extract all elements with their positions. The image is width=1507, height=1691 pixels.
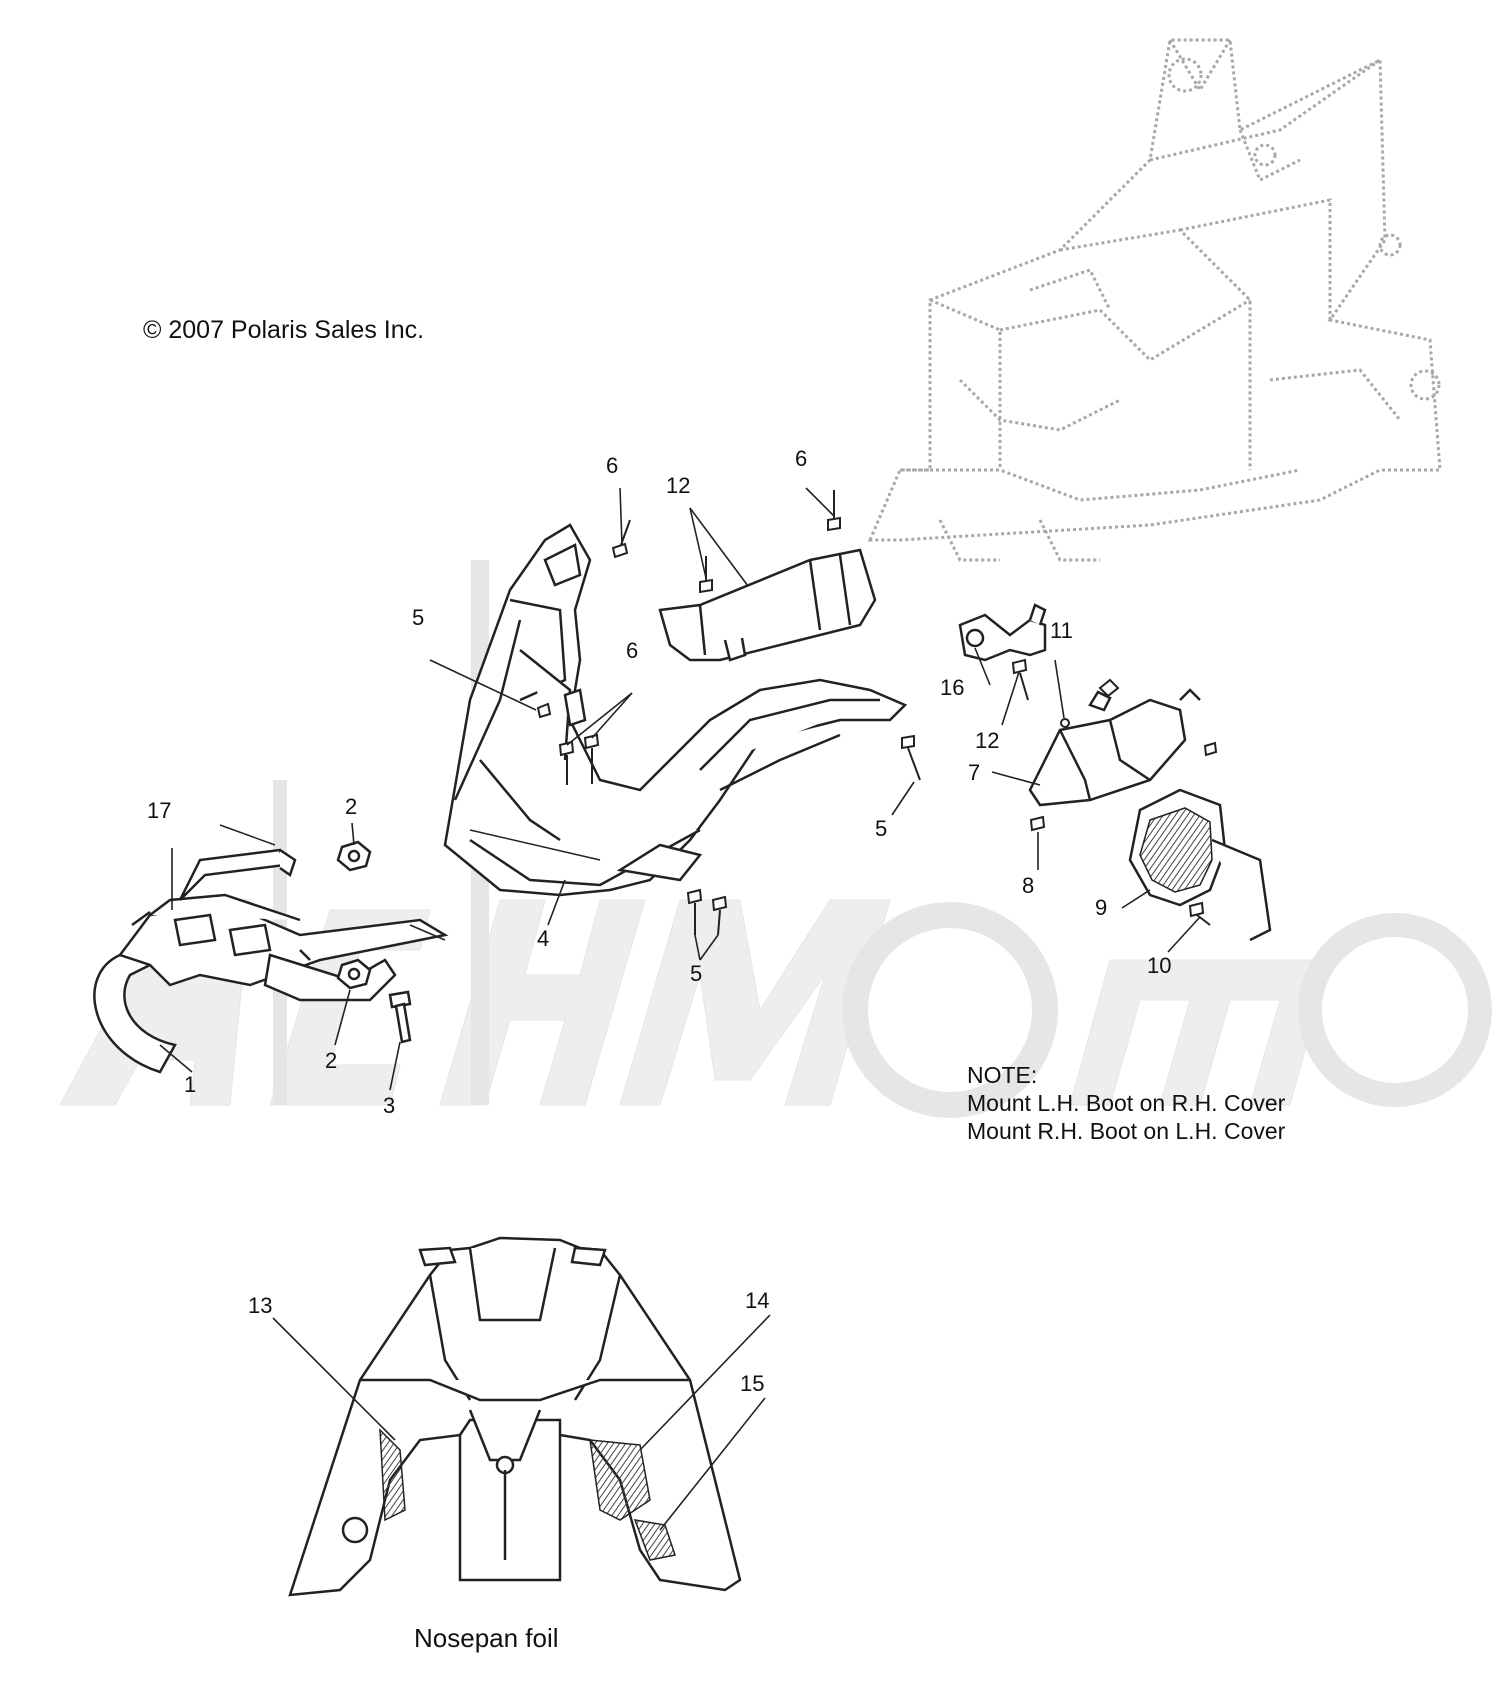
callout-11: 11 <box>1050 618 1073 643</box>
nosepan-foil-caption: Nosepan foil <box>414 1623 559 1653</box>
chassis-frame <box>867 38 1442 562</box>
heat-shield <box>658 548 877 662</box>
nosepan-main <box>443 523 908 897</box>
callout-9: 9 <box>1095 895 1108 920</box>
watermark-logo <box>59 560 1492 1118</box>
callout-17: 17 <box>147 798 172 823</box>
callout-16: 16 <box>940 675 965 700</box>
callout-7: 7 <box>968 760 981 785</box>
note-line-1: Mount L.H. Boot on R.H. Cover <box>967 1090 1286 1116</box>
assembly-note: NOTE: Mount L.H. Boot on R.H. Cover Moun… <box>967 1061 1285 1145</box>
callout-13: 13 <box>248 1293 273 1318</box>
callout-5-bottom: 5 <box>690 961 703 986</box>
callout-15: 15 <box>740 1371 765 1396</box>
callout-2-upper: 2 <box>345 794 358 819</box>
note-line-2: Mount R.H. Boot on L.H. Cover <box>967 1118 1286 1144</box>
fasteners <box>536 490 1218 936</box>
callout-14: 14 <box>745 1288 770 1313</box>
cover-and-boot <box>1028 688 1272 942</box>
hardware-nuts-bolts <box>336 840 412 1044</box>
callout-6-top-right: 6 <box>795 446 808 471</box>
callout-1: 1 <box>184 1072 197 1097</box>
callout-5-left: 5 <box>412 605 425 630</box>
nosepan-foil-view <box>288 1236 742 1597</box>
bumper-assembly <box>93 824 449 1074</box>
callout-12-upper: 12 <box>666 473 691 498</box>
callout-8: 8 <box>1022 873 1035 898</box>
leader-lines <box>159 487 1201 1091</box>
callout-2-lower: 2 <box>325 1048 338 1073</box>
foil-leader-lines <box>272 1314 771 1531</box>
copyright-text: © 2007 Polaris Sales Inc. <box>143 316 425 344</box>
note-heading: NOTE: <box>967 1062 1038 1088</box>
callout-3: 3 <box>383 1093 396 1118</box>
callout-6-middle: 6 <box>626 638 639 663</box>
bracket-16 <box>958 603 1047 662</box>
callout-6-top-left: 6 <box>606 453 619 478</box>
callout-12-lower: 12 <box>975 728 1000 753</box>
callout-5-right: 5 <box>875 816 888 841</box>
callout-10: 10 <box>1147 953 1172 978</box>
callout-4: 4 <box>537 926 550 951</box>
